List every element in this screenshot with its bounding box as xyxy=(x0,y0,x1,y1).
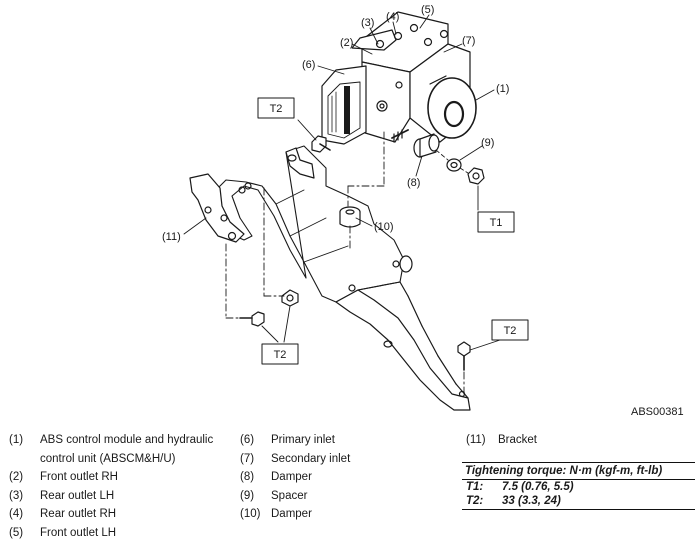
callout-2: (2) xyxy=(340,37,353,49)
legend-text: ABS control module and hydraulic control… xyxy=(40,434,214,465)
alignment-lines xyxy=(225,131,465,397)
callout-1: (1) xyxy=(496,83,509,95)
legend-text: Front outlet RH xyxy=(40,471,118,483)
callout-7: (7) xyxy=(462,35,475,47)
damper-spacer-nut-set xyxy=(413,133,485,185)
callout-6: (6) xyxy=(302,59,315,71)
legend-number: (10) xyxy=(240,508,261,520)
leader-lines xyxy=(183,14,507,351)
legend-item-5: (5) Front outlet LH xyxy=(9,524,229,539)
legend-number: (8) xyxy=(240,471,255,483)
figure-id: ABS00381 xyxy=(631,406,684,418)
callout-4: (4) xyxy=(386,11,399,23)
svg-text:T2: T2 xyxy=(504,325,517,337)
torque-row-t2: T2: 33 (3.3, 24) xyxy=(462,494,695,510)
legend-number: (11) xyxy=(466,434,486,446)
legend-item-9: (9) Spacer xyxy=(240,487,390,506)
legend-text: Damper xyxy=(271,471,312,483)
legend-number: (3) xyxy=(9,489,24,502)
legend-number: (4) xyxy=(9,508,24,520)
svg-text:T1: T1 xyxy=(490,217,503,229)
legend-text: Spacer xyxy=(271,489,308,502)
legend-item-8: (8) Damper xyxy=(240,468,390,487)
legend-text: Rear outlet LH xyxy=(40,489,115,502)
legend-number: (9) xyxy=(240,489,255,502)
callout-3: (3) xyxy=(361,17,374,29)
callout-9: (9) xyxy=(481,137,494,149)
callout-11: (11) xyxy=(162,231,181,243)
legend-column-3: (11) Bracket xyxy=(466,431,586,450)
legend-number: (1) xyxy=(9,434,24,446)
legend-number: (6) xyxy=(240,434,255,446)
torque-row-t1: T1: 7.5 (0.76, 5.5) xyxy=(462,480,695,494)
legend-text: Bracket xyxy=(498,434,537,446)
legend-number: (5) xyxy=(9,526,24,539)
legend-text: Front outlet LH xyxy=(40,526,117,539)
legend-item-7: (7) Secondary inlet xyxy=(240,450,390,469)
legend-item-1: (1) ABS control module and hydraulic con… xyxy=(9,431,229,468)
legend-column-2: (6) Primary inlet (7) Secondary inlet (8… xyxy=(240,431,390,524)
torque-value: 33 (3.3, 24) xyxy=(502,495,561,507)
torque-box-t2-upper: T2 xyxy=(257,97,295,119)
legend-text: Damper xyxy=(271,508,312,520)
legend-item-6: (6) Primary inlet xyxy=(240,431,390,450)
torque-key: T1: xyxy=(466,481,484,493)
torque-table-title: Tightening torque: N·m (kgf-m, ft-lb) xyxy=(462,462,695,480)
svg-text:T2: T2 xyxy=(270,103,283,115)
callout-10: (10) xyxy=(374,221,394,233)
legend-column-1: (1) ABS control module and hydraulic con… xyxy=(9,431,229,539)
torque-value: 7.5 (0.76, 5.5) xyxy=(502,481,574,493)
torque-box-t2-lower-left: T2 xyxy=(261,343,299,365)
legend-item-10: (10) Damper xyxy=(240,505,390,524)
exploded-view-diagram: T2 T1 T2 T2 (1) (2) (3) (4) (5) (6) (7) … xyxy=(162,4,529,411)
callout-labels: (1) (2) (3) (4) (5) (6) (7) (8) (9) (10)… xyxy=(162,4,509,243)
tightening-torque-table: Tightening torque: N·m (kgf-m, ft-lb) T1… xyxy=(462,462,695,510)
legend-text: Primary inlet xyxy=(271,434,335,446)
abs-hydraulic-unit xyxy=(321,11,477,145)
legend-item-4: (4) Rear outlet RH xyxy=(9,505,229,524)
svg-text:T2: T2 xyxy=(274,349,287,361)
torque-box-t2-lower-right: T2 xyxy=(491,319,529,341)
legend-text: Rear outlet RH xyxy=(40,508,117,520)
lower-fasteners xyxy=(239,289,471,371)
legend-item-2: (2) Front outlet RH xyxy=(9,468,229,487)
torque-boxes: T2 T1 T2 T2 xyxy=(257,97,529,365)
callout-8: (8) xyxy=(407,177,420,189)
legend-item-3: (3) Rear outlet LH xyxy=(9,487,229,506)
bracket xyxy=(189,145,471,411)
legend-text: Secondary inlet xyxy=(271,452,351,465)
legend-number: (7) xyxy=(240,452,255,465)
callout-5: (5) xyxy=(421,4,434,16)
legend-number: (2) xyxy=(9,471,24,483)
bolt-upper xyxy=(311,135,331,153)
torque-box-t1: T1 xyxy=(477,211,515,233)
torque-key: T2: xyxy=(466,495,484,507)
legend-item-11: (11) Bracket xyxy=(466,431,586,450)
